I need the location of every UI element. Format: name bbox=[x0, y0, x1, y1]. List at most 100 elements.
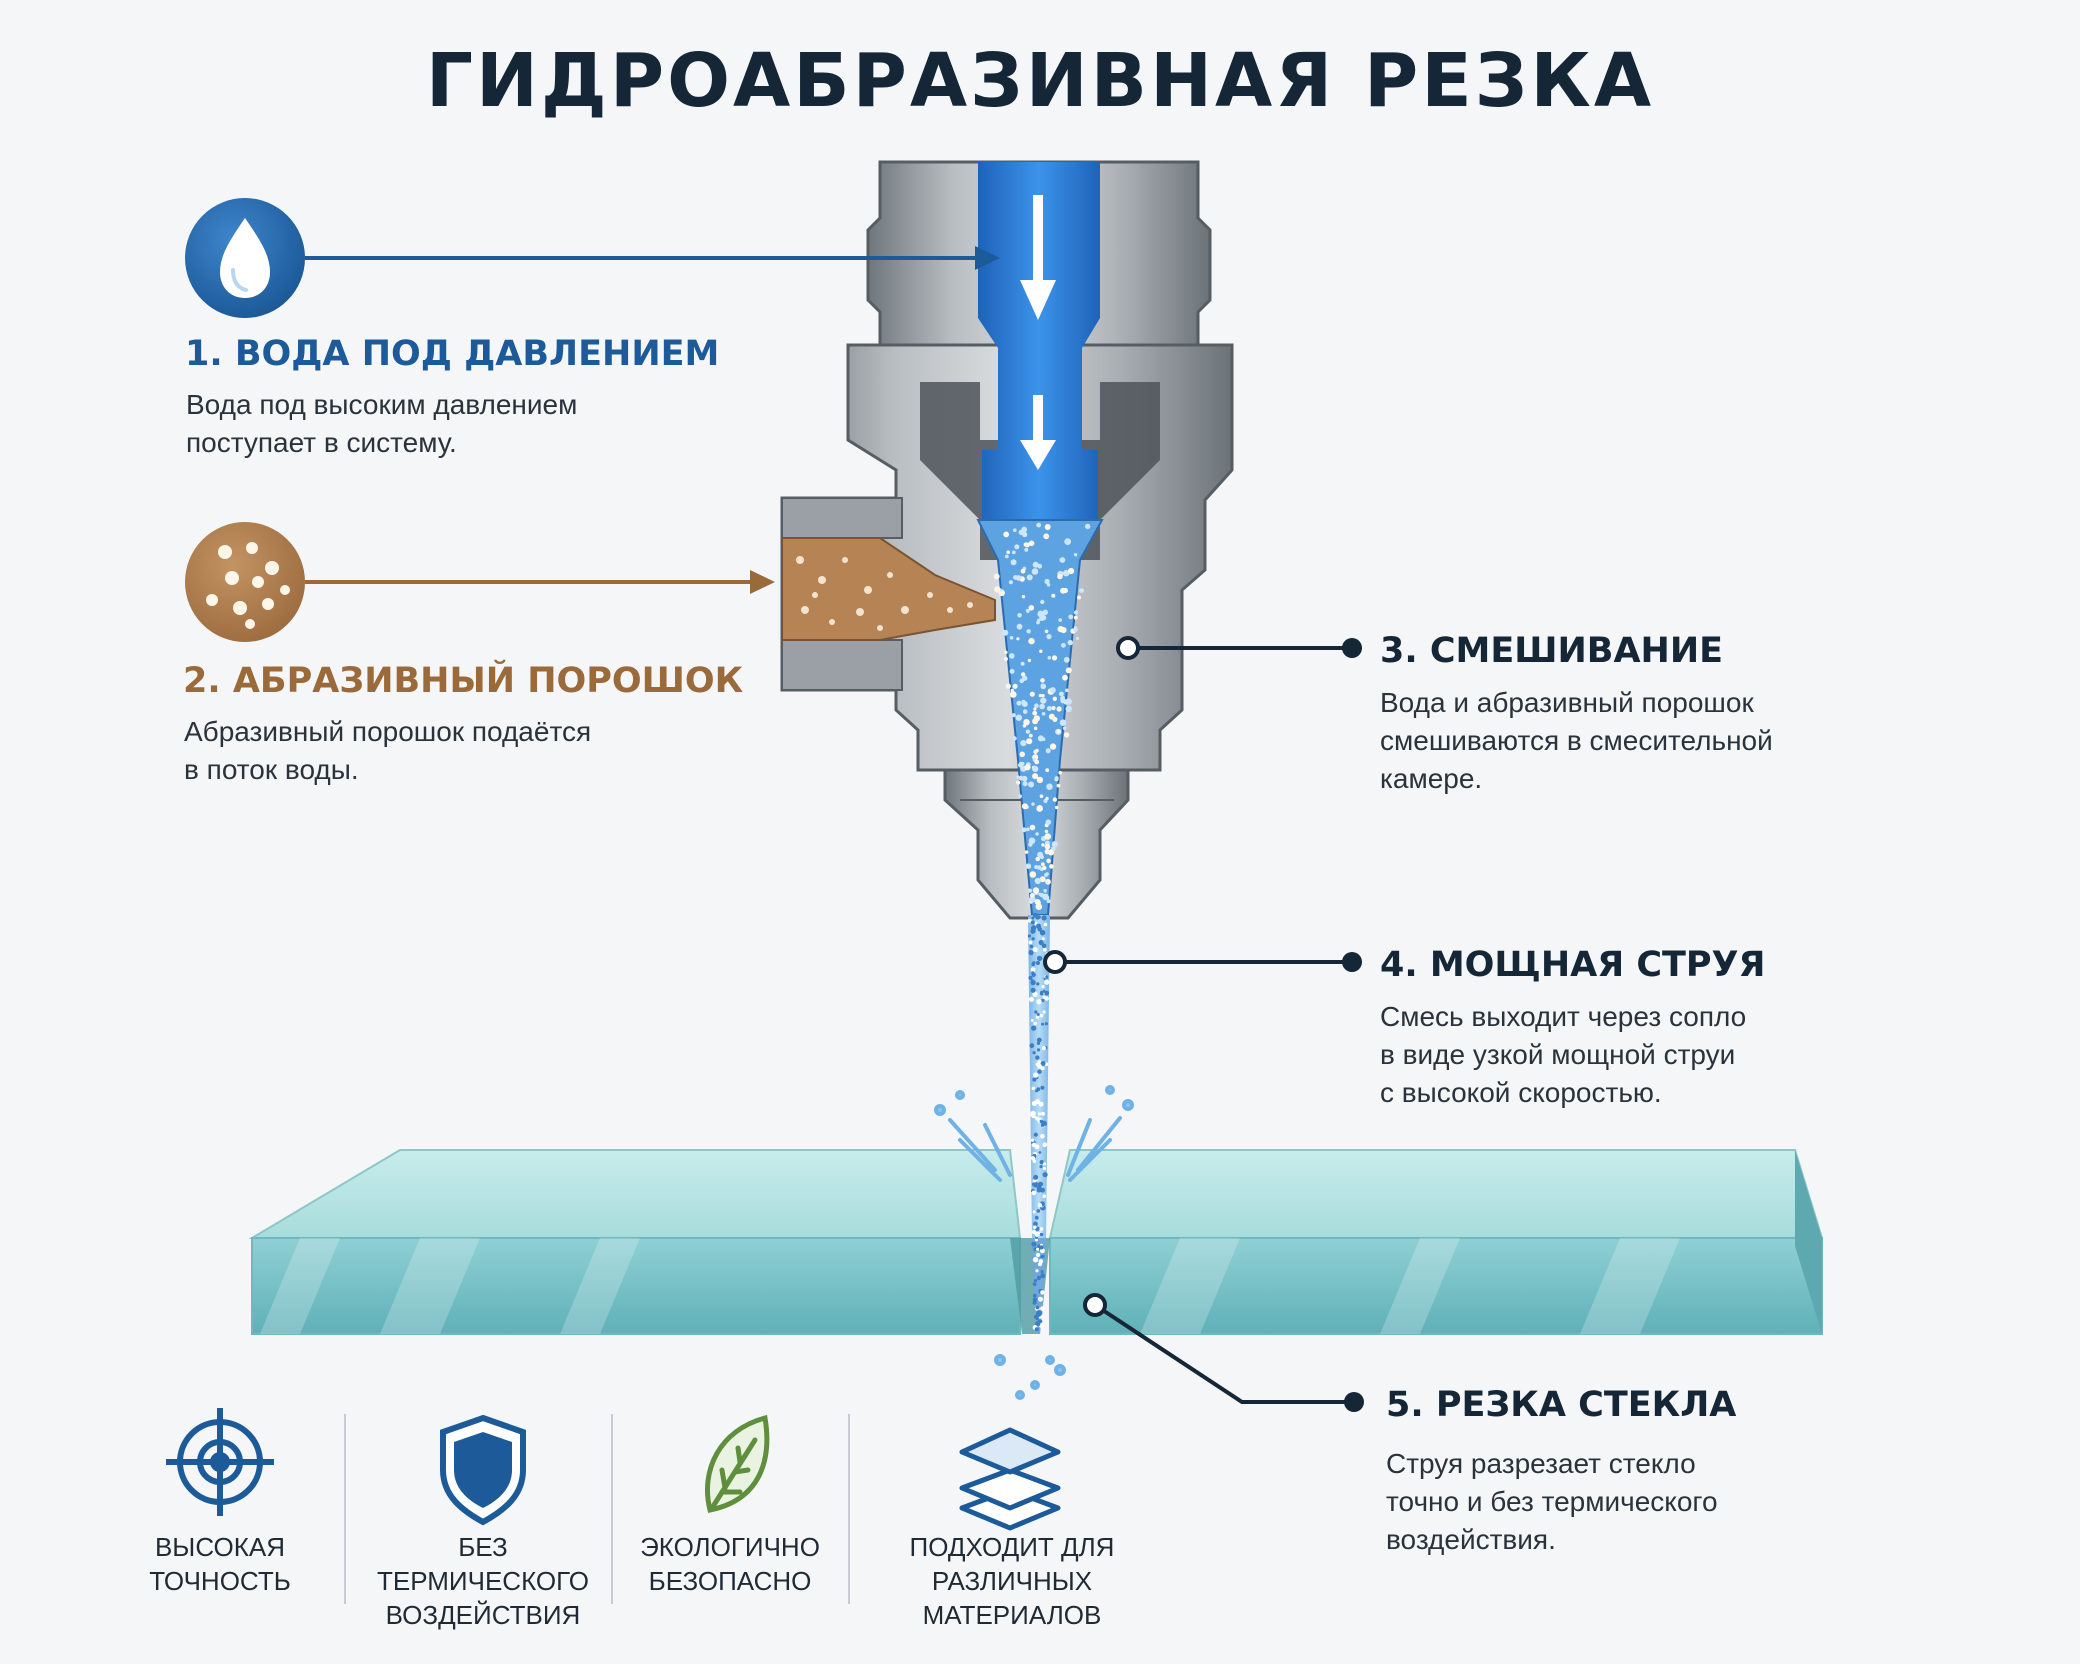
jet-particle bbox=[1042, 1142, 1048, 1148]
step-5-text: Струя разрезает стекло точно и без терми… bbox=[1386, 1448, 1718, 1555]
jet-particle bbox=[1004, 554, 1009, 559]
jet-particle bbox=[1026, 574, 1033, 581]
step-3-title: 3. СМЕШИВАНИЕ bbox=[1380, 631, 1724, 671]
jet-particle bbox=[1021, 775, 1028, 782]
jet-particle bbox=[1046, 583, 1051, 587]
feature-eco: ЭКОЛОГИЧНО БЕЗОПАСНО bbox=[640, 1532, 820, 1596]
jet-particle bbox=[1051, 841, 1058, 848]
jet-particle bbox=[1043, 1162, 1047, 1166]
jet-particle bbox=[1043, 533, 1050, 540]
jet-particle bbox=[1032, 1182, 1036, 1187]
jet-particle bbox=[1046, 899, 1051, 904]
jet-particle bbox=[1035, 1062, 1039, 1066]
jet-particle bbox=[1042, 1166, 1046, 1171]
jet-particle bbox=[1041, 712, 1046, 716]
jet-particle bbox=[1040, 1273, 1046, 1279]
jet-particle bbox=[1008, 580, 1014, 585]
jet-particle bbox=[1003, 531, 1010, 538]
jet-particle bbox=[1045, 878, 1051, 885]
step-1-text: Вода под высоким давлением поступает в с… bbox=[186, 389, 578, 458]
jet-particle bbox=[1012, 736, 1017, 741]
jet-particle bbox=[994, 586, 1001, 593]
jet-particle bbox=[1020, 568, 1026, 574]
step-2-title: 2. АБРАЗИВНЫЙ ПОРОШОК bbox=[183, 661, 744, 701]
jet-particle bbox=[1031, 937, 1035, 941]
jet-particle bbox=[1042, 947, 1047, 952]
jet-particle bbox=[1032, 1297, 1038, 1303]
jet-particle bbox=[1030, 1156, 1036, 1161]
jet-particle bbox=[1032, 765, 1039, 773]
step-1-title: 1. ВОДА ПОД ДАВЛЕНИЕМ bbox=[185, 334, 720, 374]
jet-particle bbox=[1031, 1190, 1037, 1196]
jet-particle bbox=[1044, 843, 1051, 850]
jet-particle bbox=[1063, 699, 1070, 705]
jet-particle bbox=[1040, 1085, 1045, 1090]
jet-particle bbox=[1044, 990, 1050, 996]
jet-particle bbox=[1039, 1245, 1044, 1250]
jet-particle bbox=[1044, 979, 1050, 985]
jet-particle bbox=[1035, 832, 1039, 836]
jet-particle bbox=[1035, 960, 1040, 966]
jet-particle bbox=[1037, 1069, 1042, 1074]
jet-particle bbox=[1068, 614, 1074, 620]
jet-particle bbox=[1029, 824, 1036, 831]
jet-particle bbox=[1036, 999, 1042, 1005]
jet-particle bbox=[1040, 1066, 1045, 1071]
jet-particle bbox=[1037, 735, 1044, 742]
jet-particle bbox=[1026, 629, 1031, 634]
jet-particle bbox=[1034, 921, 1038, 925]
jet-particle bbox=[1004, 650, 1008, 654]
jet-particle bbox=[1037, 1262, 1043, 1267]
jet-particle bbox=[1043, 922, 1048, 927]
jet-particle bbox=[1040, 1315, 1044, 1319]
jet-particle bbox=[1052, 797, 1058, 802]
jet-particle bbox=[1039, 1159, 1044, 1165]
jet-particle bbox=[1051, 593, 1056, 598]
jet-particle bbox=[1061, 642, 1066, 648]
jet-particle bbox=[1034, 1215, 1039, 1220]
jet-particle bbox=[1010, 559, 1017, 566]
feature-no-heat: БЕЗ ТЕРМИЧЕСКОГО ВОЗДЕЙСТВИЯ bbox=[377, 1532, 589, 1630]
jet-particle bbox=[1028, 837, 1036, 845]
jet-particle bbox=[1024, 764, 1031, 771]
jet-particle bbox=[1005, 683, 1011, 689]
jet-particle bbox=[1033, 1072, 1039, 1078]
jet-particle bbox=[1016, 700, 1022, 706]
jet-particle bbox=[1025, 608, 1030, 613]
jet-particle bbox=[1044, 873, 1048, 877]
jet-particle bbox=[1021, 699, 1026, 704]
jet-particle bbox=[1044, 1022, 1048, 1026]
splash bbox=[934, 1085, 1134, 1400]
jet-particle bbox=[1058, 618, 1062, 622]
jet-particle bbox=[1028, 950, 1034, 956]
leaf-icon bbox=[704, 1414, 770, 1513]
jet-particle bbox=[1042, 989, 1046, 993]
jet-particle bbox=[1040, 990, 1044, 995]
jet-particle bbox=[1028, 975, 1033, 981]
jet-particle bbox=[1032, 1210, 1036, 1214]
jet-particle bbox=[1044, 629, 1049, 634]
jet-particle bbox=[1036, 522, 1042, 528]
jet-particle bbox=[1068, 567, 1075, 575]
jet-particle bbox=[1028, 996, 1035, 1002]
jet-particle bbox=[1060, 695, 1065, 701]
jet-particle bbox=[1064, 538, 1072, 545]
jet-particle bbox=[1038, 1319, 1043, 1324]
step-3-text: Вода и абразивный порошок смешиваются в … bbox=[1380, 687, 1773, 794]
jet-particle bbox=[1029, 691, 1035, 697]
feature-materials: ПОДХОДИТ ДЛЯ РАЗЛИЧНЫХ МАТЕРИАЛОВ bbox=[909, 1532, 1115, 1630]
jet-particle bbox=[1031, 916, 1035, 920]
jet-particle bbox=[1039, 1013, 1044, 1018]
jet-particle bbox=[1029, 1043, 1035, 1049]
jet-particle bbox=[1035, 748, 1039, 753]
jet-particle bbox=[1037, 851, 1044, 858]
jet-particle bbox=[1033, 1247, 1038, 1252]
jet-particle bbox=[1039, 929, 1046, 936]
jet-particle bbox=[1030, 928, 1036, 934]
step-4-title: 4. МОЩНАЯ СТРУЯ bbox=[1380, 945, 1766, 985]
layers-icon bbox=[959, 1427, 1061, 1531]
jet-particle bbox=[1047, 656, 1052, 660]
jet-particle bbox=[1075, 636, 1080, 641]
jet-particle bbox=[1033, 726, 1038, 731]
jet-particle bbox=[1036, 1317, 1040, 1320]
